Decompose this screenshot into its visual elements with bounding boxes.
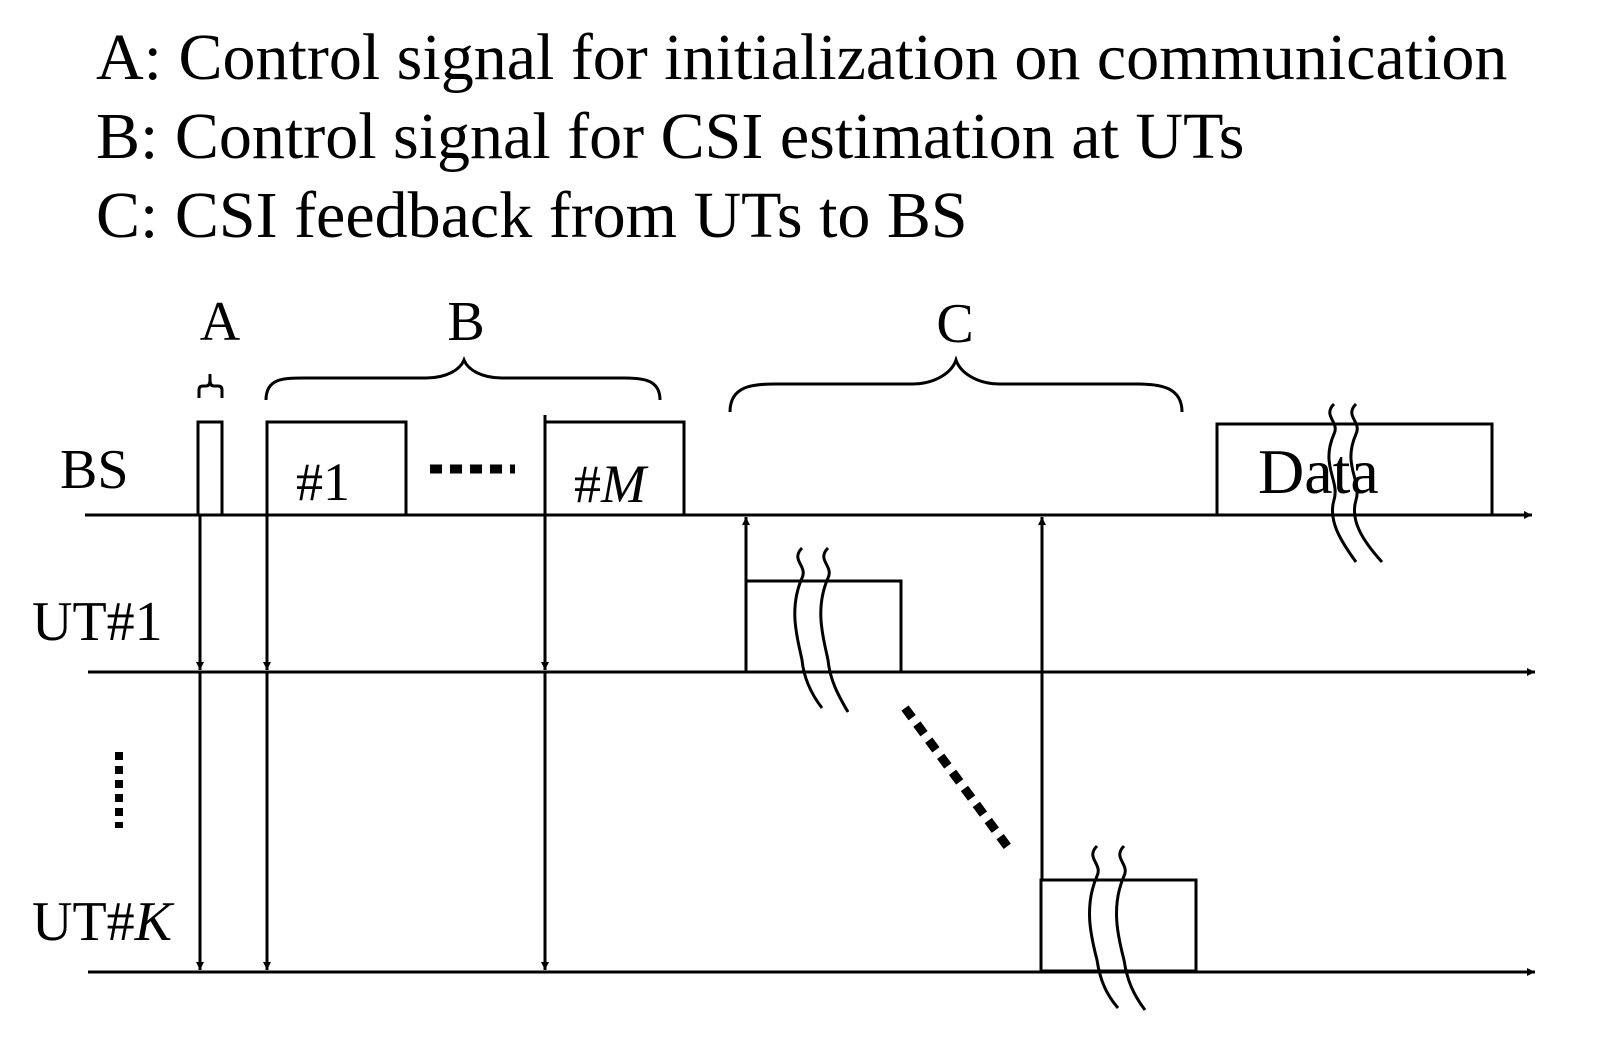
pilot-box-m-prefix: # [574, 454, 601, 514]
phase-a-label: A [200, 291, 241, 353]
pilot-box-m-var: M [600, 454, 649, 514]
data-box-label: Data [1258, 436, 1379, 507]
utk-label-prefix: UT# [32, 891, 135, 953]
ut1-label: UT#1 [32, 591, 163, 653]
pilot-box-1 [265, 420, 408, 517]
phase-a-brace [197, 374, 224, 398]
legend-c: C: CSI feedback from UTs to BS [96, 179, 968, 252]
legend-b: B: Control signal for CSI estimation at … [96, 100, 1245, 173]
legend-a: A: Control signal for initialization on … [96, 21, 1508, 94]
bs-label: BS [60, 439, 129, 501]
pilot-box-m-label: #M [574, 454, 649, 514]
data-break-mark [1327, 402, 1384, 564]
pilot-box-m [543, 420, 686, 517]
utk-break-mark [1088, 844, 1147, 1011]
utk-label: UT#K [32, 891, 175, 953]
phase-c-brace [728, 355, 1184, 413]
legend: A: Control signal for initialization on … [96, 18, 1507, 255]
feedback-ellipsis [901, 705, 1014, 853]
utk-label-var: K [134, 891, 175, 953]
phase-b-brace [264, 355, 662, 401]
ut1-break-mark [793, 546, 850, 713]
pilot-box-1-label: #1 [296, 452, 350, 512]
phase-b-label: B [447, 291, 484, 353]
init-signal-box [196, 420, 224, 517]
phase-c-label: C [936, 293, 973, 355]
